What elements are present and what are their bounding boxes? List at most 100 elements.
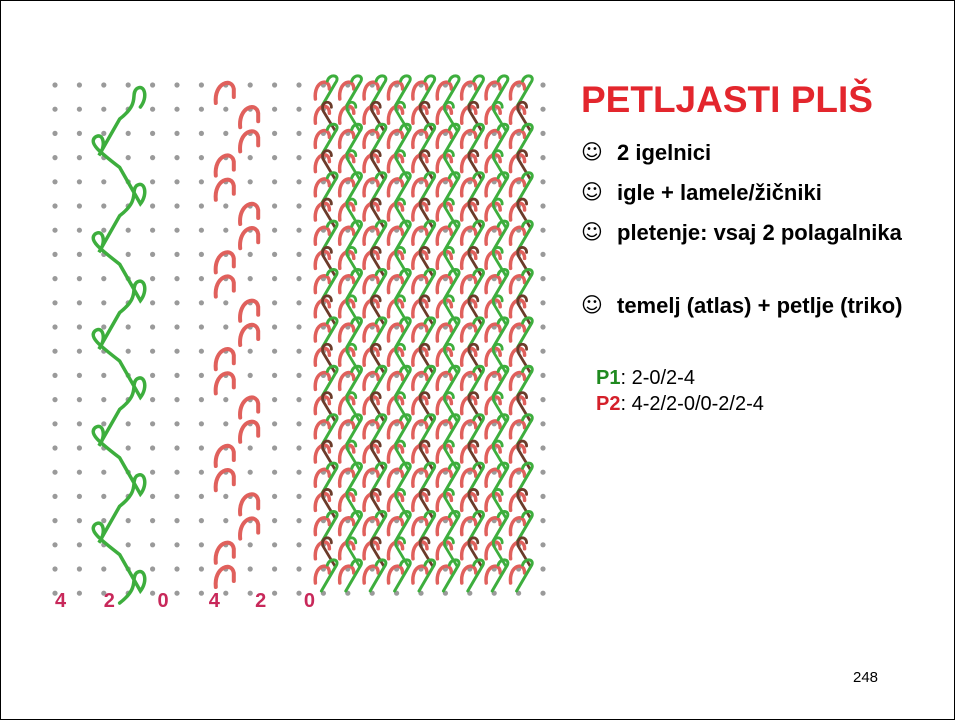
red-yarn-loop (460, 274, 478, 295)
green-yarn-loop (393, 74, 412, 109)
red-chain-p2 (213, 80, 261, 589)
green-yarn-loop (441, 268, 461, 303)
dark-yarn-loop (370, 536, 386, 569)
smiley-bullet-icon: ☺ (581, 140, 603, 164)
needle-point (540, 518, 546, 524)
red-yarn-loop (411, 370, 429, 392)
green-yarn-loop (319, 268, 339, 303)
dark-yarn-loop (516, 294, 532, 327)
dark-yarn-loop (467, 536, 484, 569)
red-yarn-loop (411, 274, 429, 295)
red-yarn-loop (386, 467, 405, 488)
needle-point (150, 590, 156, 596)
red-yarn-loop (362, 564, 380, 585)
dark-yarn-loop (492, 439, 508, 472)
red-yarn-loop (508, 225, 527, 246)
dark-yarn-loop (370, 439, 386, 472)
red-yarn-loop (313, 128, 332, 150)
dark-yarn-loop (394, 342, 410, 375)
dark-yarn-loop (321, 294, 337, 327)
red-yarn-loop (386, 177, 405, 198)
needle-point (272, 155, 278, 161)
needle-point (296, 227, 302, 233)
red-yarn-loop (435, 177, 454, 198)
red-yarn-loop (313, 322, 332, 343)
red-yarn-loop (484, 322, 502, 343)
green-yarn-loop (393, 461, 412, 496)
needle-point (247, 542, 253, 548)
needle-point (272, 590, 278, 596)
needle-point (296, 566, 302, 572)
needle-point (150, 566, 156, 572)
needle-point (76, 542, 82, 548)
bullet-item: ☺ igle + lamele/žičniki (581, 177, 917, 208)
needle-point (540, 590, 546, 596)
green-yarn-loop (466, 316, 485, 351)
needle-point (272, 493, 278, 499)
green-yarn-loop (393, 122, 412, 157)
needle-position-label: 4 (209, 590, 221, 612)
needle-point (52, 324, 58, 330)
dark-yarn-loop (345, 391, 362, 423)
pattern-notation: : 4-2/2-0/0-2/2-4 (620, 393, 764, 415)
needle-point (76, 469, 82, 475)
needle-point (296, 445, 302, 451)
green-yarn-loop (417, 510, 437, 545)
dark-yarn-loop (418, 149, 435, 181)
red-yarn-loop (508, 177, 527, 198)
green-yarn-loop (490, 461, 510, 496)
red-yarn-loop (460, 322, 478, 343)
dark-yarn-loop (394, 439, 410, 472)
smiley-bullet-icon: ☺ (581, 180, 603, 204)
needle-point (296, 518, 302, 524)
needle-point (52, 179, 58, 185)
red-yarn-loop (508, 128, 527, 150)
red-yarn-loop (362, 370, 380, 392)
green-yarn-loop (441, 74, 461, 109)
needle-point (174, 421, 180, 427)
red-yarn-loop (435, 564, 454, 585)
dark-yarn-loop (467, 246, 484, 278)
dark-yarn-loop (418, 536, 435, 569)
needle-point (150, 106, 156, 112)
needle-point (101, 130, 107, 136)
needle-point (272, 203, 278, 209)
needle-point (125, 518, 131, 524)
needle-point (150, 82, 156, 88)
needle-point (150, 300, 156, 306)
needle-point (540, 445, 546, 451)
needle-point (76, 276, 82, 282)
needle-point (76, 421, 82, 427)
red-yarn-loop (386, 80, 405, 101)
needle-point (223, 518, 229, 524)
dark-yarn-loop (492, 149, 508, 181)
needle-point (174, 300, 180, 306)
needle-point (247, 179, 253, 185)
green-yarn-loop (344, 268, 363, 303)
green-yarn-loop (466, 268, 485, 303)
needle-point (272, 276, 278, 282)
green-yarn-loop (319, 219, 339, 254)
green-yarn-loop (490, 219, 510, 254)
needle-point (174, 106, 180, 112)
needle-point (272, 300, 278, 306)
dark-yarn-loop (492, 294, 508, 327)
green-yarn-loop (490, 413, 510, 448)
needle-point (272, 469, 278, 475)
combined-lapping (313, 74, 534, 593)
red-yarn-loop (213, 371, 236, 396)
red-yarn-loop (213, 443, 236, 468)
needle-point (174, 590, 180, 596)
needle-point (76, 179, 82, 185)
needle-point (52, 518, 58, 524)
red-yarn-loop (213, 564, 236, 589)
needle-point (540, 421, 546, 427)
needle-point (150, 469, 156, 475)
dark-yarn-loop (516, 391, 532, 423)
green-yarn-loop (466, 558, 485, 593)
dark-yarn-loop (321, 149, 337, 181)
red-yarn-loop (362, 322, 380, 343)
green-yarn-loop (393, 316, 412, 351)
red-yarn-loop (484, 467, 502, 488)
dark-yarn-loop (418, 488, 435, 520)
